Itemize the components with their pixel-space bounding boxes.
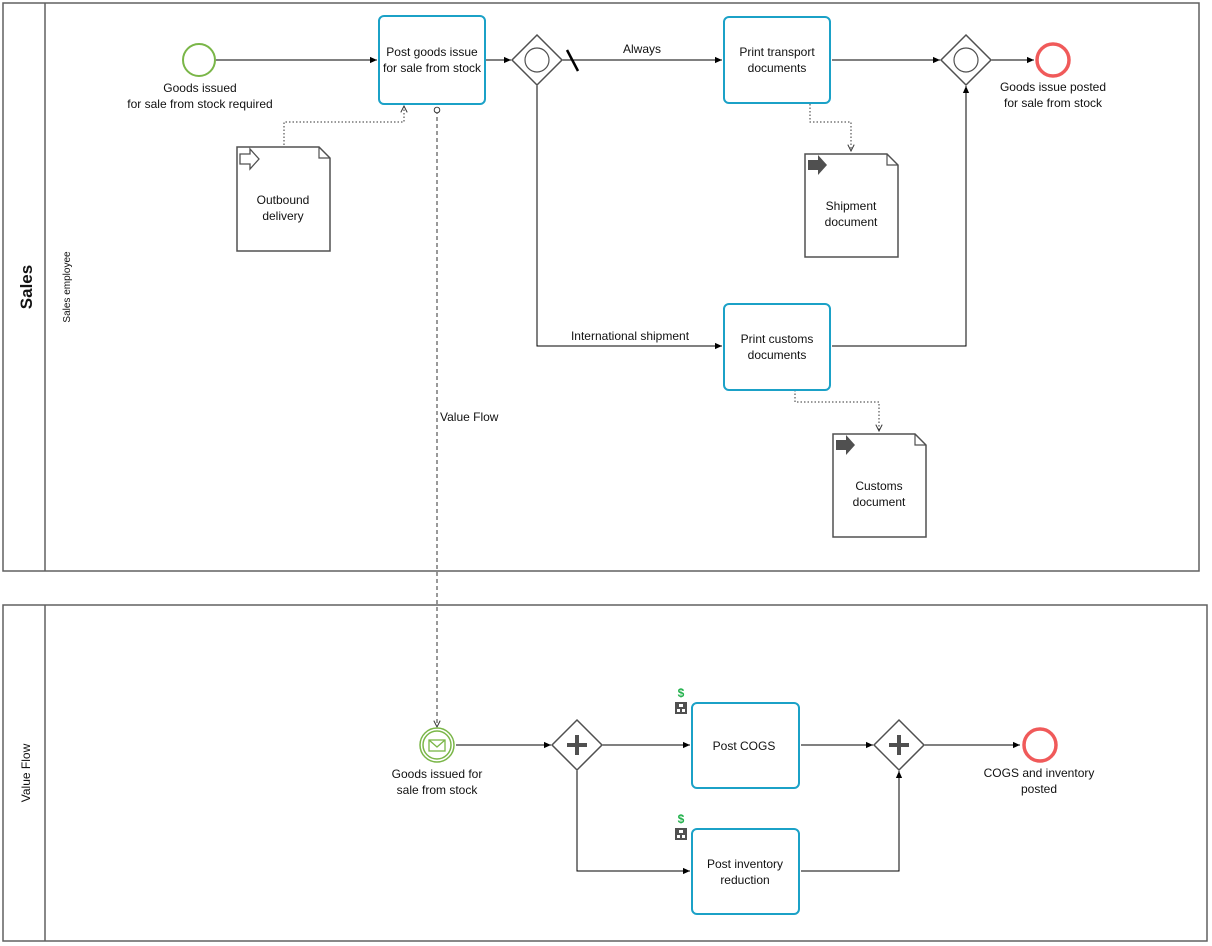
svg-text:$: $ bbox=[678, 812, 685, 826]
task-post-cogs-label: Post COGS bbox=[713, 739, 776, 753]
currency-icon: $ bbox=[678, 812, 685, 826]
pool-title-sales: Sales bbox=[17, 265, 36, 309]
task-post-inventory[interactable] bbox=[691, 828, 800, 915]
default-flow-slash bbox=[565, 49, 580, 72]
system-icon bbox=[675, 702, 687, 714]
sequence-flows-value bbox=[456, 741, 1020, 875]
end-event-sales[interactable] bbox=[1035, 42, 1071, 78]
task-post-cogs[interactable] bbox=[691, 702, 800, 789]
document-outbound-delivery[interactable] bbox=[236, 146, 331, 252]
flow-customs-to-merge bbox=[832, 86, 970, 347]
plus-icon bbox=[889, 735, 909, 755]
currency-icon: $ bbox=[678, 686, 685, 700]
flow-parallel-to-inventory bbox=[576, 770, 690, 875]
sales-pool: Sales Sales employee bbox=[2, 2, 1200, 572]
parallel-gateway-join[interactable] bbox=[872, 718, 926, 772]
parallel-gateway-split[interactable] bbox=[550, 718, 604, 772]
end-event-value[interactable] bbox=[1022, 727, 1058, 763]
association-outbound-delivery bbox=[283, 106, 404, 145]
flow-label-always: Always bbox=[623, 42, 661, 56]
envelope-icon bbox=[428, 739, 446, 752]
svg-text:$: $ bbox=[678, 686, 685, 700]
document-shipment[interactable] bbox=[804, 153, 899, 258]
task-print-customs[interactable] bbox=[723, 303, 831, 391]
association-shipment-document bbox=[809, 104, 851, 151]
task-post-goods-issue[interactable] bbox=[378, 15, 486, 105]
value-flow-pool: Value Flow bbox=[2, 604, 1208, 942]
flow-gateway-to-customs bbox=[536, 85, 722, 350]
exclusive-gateway-split[interactable] bbox=[510, 33, 564, 87]
system-icon bbox=[675, 828, 687, 840]
sequence-flows-sales bbox=[216, 49, 1034, 350]
association-customs-document bbox=[794, 390, 879, 431]
input-arrow-icon bbox=[239, 147, 260, 171]
data-associations bbox=[283, 104, 879, 431]
flow-inventory-to-join bbox=[801, 771, 903, 872]
start-event-sales[interactable] bbox=[182, 43, 216, 77]
flow-label-value-flow: Value Flow bbox=[440, 410, 499, 424]
output-arrow-icon bbox=[808, 155, 827, 175]
pool-title-value-flow: Value Flow bbox=[19, 743, 33, 802]
lane-label-sales-employee: Sales employee bbox=[62, 251, 73, 323]
flow-label-international: International shipment bbox=[571, 329, 690, 343]
plus-icon bbox=[567, 735, 587, 755]
task-print-transport[interactable] bbox=[723, 16, 831, 104]
output-arrow-icon bbox=[836, 435, 855, 455]
document-customs[interactable] bbox=[832, 433, 927, 538]
exclusive-gateway-merge[interactable] bbox=[939, 33, 993, 87]
message-start-event[interactable] bbox=[419, 727, 455, 763]
